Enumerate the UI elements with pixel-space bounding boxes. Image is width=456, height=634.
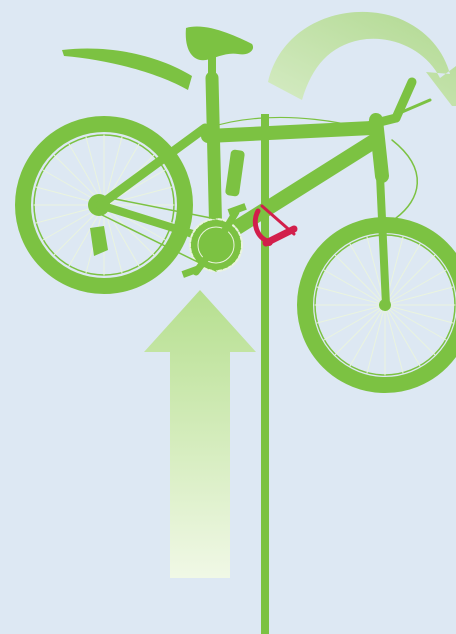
seat-tube: [212, 78, 216, 242]
pole: [261, 114, 269, 634]
top-tube: [208, 128, 372, 136]
head-tube: [376, 120, 382, 176]
